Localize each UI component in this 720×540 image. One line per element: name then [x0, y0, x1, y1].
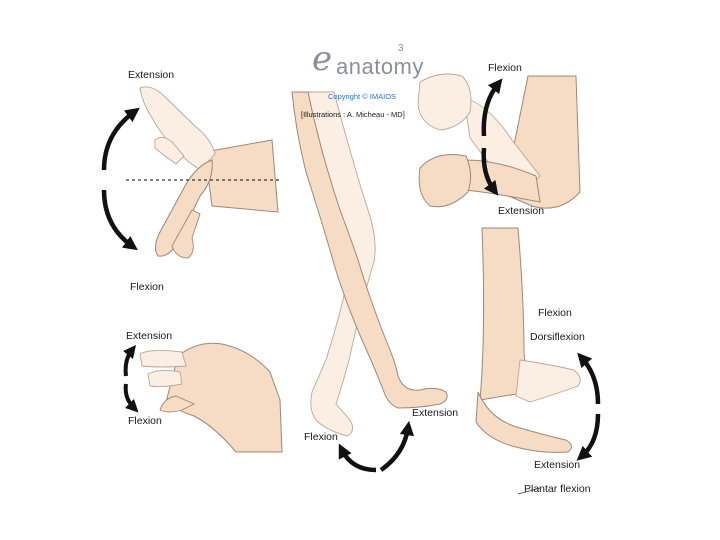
- finger-mid: [147, 369, 183, 388]
- wrist-extension-label: Extension: [128, 69, 175, 81]
- wrist-fingers-flexed: [171, 209, 201, 259]
- finger-flexion-label: Flexion: [128, 415, 162, 427]
- knee-panel: [291, 91, 448, 473]
- finger-extended: [139, 349, 187, 368]
- ankle-plantarflexion-arrow: [576, 413, 601, 461]
- elbow-flexion-label: Flexion: [488, 62, 522, 74]
- elbow-extension-label: Extension: [498, 205, 545, 217]
- knee-flexion-arrow: [338, 443, 377, 473]
- ankle-panel: [475, 227, 601, 495]
- elbow-fist-flexed: [417, 73, 472, 131]
- ankle-foot-dorsiflexed: [515, 359, 581, 403]
- finger-hand: [165, 342, 283, 453]
- elbow-flexion-arrow: [481, 78, 503, 137]
- knee-flexion-label: Flexion: [304, 431, 338, 443]
- finger-extension-arrow: [123, 345, 136, 377]
- wrist-thumb-extended: [154, 137, 185, 165]
- logo-letter: e: [312, 39, 333, 79]
- ankle-leg: [479, 227, 529, 401]
- ankle-dorsiflexion-arrow: [577, 352, 601, 405]
- logo-word: anatomy: [336, 54, 424, 79]
- illustration-credit: [Illustrations : A. Micheau - MD]: [301, 110, 405, 119]
- ankle-pointer-line: [517, 487, 541, 495]
- copyright-text: Copyright © IMAIOS: [328, 92, 397, 101]
- elbow-extension-arrow: [481, 147, 499, 196]
- ankle-plantar-flexion-label: Plantar flexion: [524, 483, 591, 495]
- knee-extension-arrow: [379, 420, 415, 472]
- knee-extension-label: Extension: [412, 407, 459, 419]
- wrist-flexion-arrow: [101, 189, 138, 251]
- finger-flexion-arrow: [123, 383, 139, 413]
- finger-panel: [123, 342, 283, 453]
- wrist-hand-flexed: [154, 159, 213, 257]
- wrist-flexion-label: Flexion: [130, 281, 164, 293]
- knee-leg-extended: [291, 91, 448, 409]
- ankle-flexion-label: Flexion: [538, 307, 572, 319]
- ankle-dorsiflexion-label: Dorsiflexion: [530, 331, 585, 343]
- elbow-panel: [417, 73, 581, 209]
- ankle-foot-plantarflexed: [475, 391, 572, 453]
- finger-flexed: [159, 395, 196, 413]
- ankle-extension-label: Extension: [534, 459, 581, 471]
- elbow-fist-extended: [418, 154, 472, 208]
- wrist-panel: [101, 86, 282, 259]
- logo-superscript: 3: [398, 43, 404, 54]
- wrist-extension-arrow: [101, 107, 140, 171]
- wrist-forearm: [204, 139, 279, 213]
- finger-extension-label: Extension: [126, 330, 173, 342]
